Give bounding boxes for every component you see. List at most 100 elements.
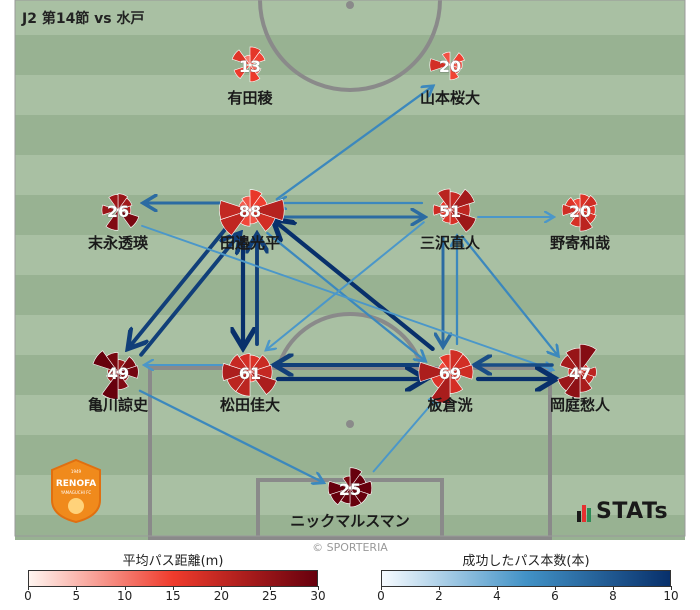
penalty-spot: [346, 420, 354, 428]
player-pass-count: 26: [107, 202, 129, 221]
player-pass-count: 25: [339, 480, 361, 499]
pass-direction-petal: [238, 353, 251, 373]
legend-count-tick-mark: [381, 586, 382, 590]
legend-count-tick-label: 8: [609, 589, 617, 603]
pass-direction-petal: [561, 204, 581, 216]
player-pass-count: 20: [439, 57, 461, 76]
pass-edge-misawa-okaniwa: [460, 235, 557, 354]
team-logo: RENOFA YAMAGUCHI FC 1949: [51, 458, 101, 524]
pitch-stripe: [15, 395, 685, 435]
pass-direction-petal: [564, 197, 581, 211]
legend-distance-tick-label: 20: [213, 589, 229, 603]
pass-direction-petal: [449, 209, 477, 233]
player-node-itakura: 69 板倉洸: [418, 349, 474, 414]
pass-direction-petal: [106, 371, 119, 383]
penalty-arc: [276, 312, 424, 369]
player-pass-count: 13: [239, 57, 261, 76]
pass-direction-petal: [349, 487, 362, 508]
player-name: 三沢直人: [420, 234, 481, 252]
pass-direction-petal: [249, 209, 276, 232]
legend-distance-title: 平均パス距離(m): [122, 554, 224, 569]
pass-direction-petal: [342, 475, 351, 489]
pass-direction-petal: [430, 371, 451, 405]
player-name: 田邉光平: [220, 234, 280, 252]
pass-edge-suenaga-okaniwa: [141, 224, 551, 369]
pass-direction-petal: [572, 198, 581, 211]
stats-brand: STATs: [596, 499, 669, 524]
player-name: ニックマルスマン: [290, 512, 410, 530]
pass-direction-petal: [101, 204, 119, 216]
chart-title: J2 第14節 vs 水戸: [22, 11, 145, 27]
legend-count-tick-label: 0: [377, 589, 385, 603]
pass-direction-petal: [243, 54, 251, 66]
pass-direction-petal: [249, 371, 277, 395]
legend-distance-tick-mark: [221, 586, 223, 590]
pass-edge-misawa-matsuda: [267, 221, 425, 349]
pass-direction-petal: [108, 194, 119, 211]
player-node-arita: 13 有田稜: [227, 46, 273, 107]
pass-direction-petal: [105, 209, 119, 231]
player-name: 山本桜大: [420, 89, 480, 107]
player-node-yamamoto: 20 山本桜大: [420, 51, 480, 107]
pass-direction-petal: [231, 49, 251, 66]
legend-distance-tick-label: 30: [310, 589, 326, 603]
pass-edge-kamegawa-nick: [138, 389, 322, 482]
legend-count-tick-label: 4: [493, 589, 501, 603]
legend-distance-tick-mark: [269, 586, 271, 590]
pass-direction-petal: [219, 200, 251, 220]
pass-direction-petal: [349, 467, 363, 489]
pass-direction-petal: [101, 371, 119, 400]
legend-distance-tick-label: 10: [117, 589, 133, 603]
player-node-nick: 25 ニックマルスマン: [290, 467, 410, 530]
pass-network-pitch: 13有田稜20山本桜大26末永透瑛88田邉光平51三沢直人20野寄和哉49亀川諒…: [14, 0, 686, 540]
player-pass-count: 69: [439, 364, 461, 383]
player-nodes: 13有田稜20山本桜大26末永透瑛88田邉光平51三沢直人20野寄和哉49亀川諒…: [88, 46, 611, 530]
pass-direction-petal: [449, 349, 464, 373]
player-name: 板倉洸: [427, 396, 472, 414]
pass-direction-petal: [233, 64, 251, 79]
pass-direction-petal: [249, 64, 261, 83]
pass-direction-petal: [449, 64, 460, 81]
pass-direction-petal: [249, 51, 266, 66]
pass-direction-petal: [569, 209, 581, 228]
legend-distance-tick-label: 0: [24, 589, 32, 603]
legend-count-tick-label: 2: [435, 589, 443, 603]
pass-direction-petal: [449, 364, 474, 380]
pass-direction-petal: [441, 209, 451, 224]
legend-distance-colorbar: [28, 570, 318, 587]
player-name: 亀川諒史: [88, 396, 149, 414]
pass-direction-petal: [439, 353, 451, 373]
pitch-stripe: [15, 115, 685, 155]
pass-direction-petal: [437, 188, 451, 211]
player-name: 有田稜: [227, 89, 273, 107]
legend-distance-tick-label: 5: [72, 589, 81, 603]
svg-text:1949: 1949: [71, 469, 82, 474]
svg-text:RENOFA: RENOFA: [56, 479, 96, 489]
pass-direction-petal: [449, 52, 465, 66]
pitch-stripe: [15, 155, 685, 195]
pitch-border: [14, 0, 686, 537]
legend-distance-tick-label: 25: [262, 589, 278, 603]
pass-edges: [130, 87, 557, 482]
pass-edge-tanabe-yamamoto: [275, 87, 432, 201]
pitch-stripe: [15, 235, 685, 275]
pitch-stripe: [15, 35, 685, 75]
pass-direction-petal: [327, 480, 351, 496]
pitch-markings: [148, 0, 552, 540]
pass-direction-petal: [432, 204, 451, 216]
pass-direction-petal: [579, 209, 593, 232]
pass-direction-petal: [106, 352, 119, 373]
pitch-stripes: [15, 0, 685, 540]
pass-direction-petal: [557, 371, 581, 392]
pitch-stripe: [15, 75, 685, 115]
pass-direction-petal: [241, 195, 251, 211]
pass-edge-kamegawa-tanabe: [139, 236, 238, 357]
pass-direction-petal: [418, 362, 451, 382]
legend-count-title: 成功したパス本数(本): [462, 554, 590, 569]
pass-direction-petal: [249, 199, 285, 221]
